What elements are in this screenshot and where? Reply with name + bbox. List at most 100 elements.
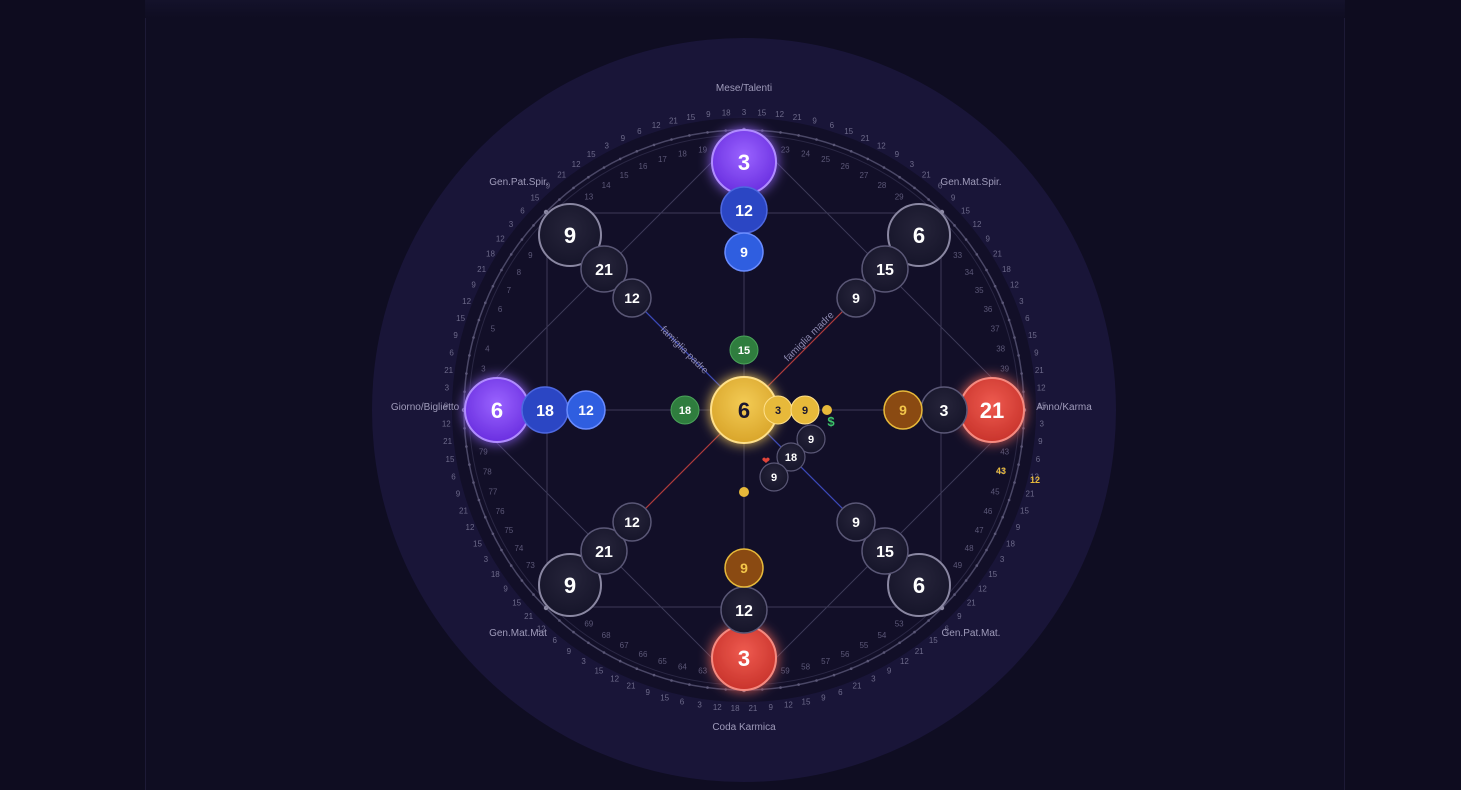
svg-text:9: 9 — [740, 244, 748, 260]
gold-dot-right — [822, 405, 832, 415]
node-br-2[interactable]: 15 — [861, 527, 909, 575]
node-bottom-3[interactable]: 9 — [724, 548, 764, 588]
outer-ring-number: 9 — [985, 235, 990, 244]
outer-ring-number: 6 — [1036, 455, 1041, 464]
node-right-3[interactable]: 9 — [883, 390, 923, 430]
node-bottom-2[interactable]: 12 — [720, 586, 768, 634]
node-top-main[interactable]: 3 — [711, 129, 777, 195]
node-diag-3[interactable]: 9 — [759, 462, 789, 492]
outer-ring-number: 12 — [652, 121, 661, 130]
ring-tick-dot — [635, 667, 639, 670]
node-left-3[interactable]: 12 — [566, 390, 606, 430]
outer-ring-number: 21 — [861, 134, 870, 143]
ring-tick-dot — [993, 284, 997, 288]
node-right-2[interactable]: 3 — [920, 386, 968, 434]
outer-ring-number: 21 — [627, 682, 636, 691]
age-number: 59 — [781, 667, 790, 676]
outer-ring-number: 15 — [456, 314, 465, 323]
node-tr-3[interactable]: 9 — [836, 278, 876, 318]
outer-ring-number: 15 — [1028, 331, 1037, 340]
ring-tick-dot — [509, 564, 513, 567]
ring-tick-dot — [468, 354, 471, 357]
ring-tick-dot — [927, 619, 930, 622]
ring-tick-dot — [832, 673, 836, 677]
age-number: 45 — [991, 488, 1000, 497]
node-diag-2[interactable]: 18 — [776, 442, 806, 472]
node-top-2[interactable]: 12 — [720, 186, 768, 234]
age-number: 16 — [639, 162, 648, 171]
node-tr-2[interactable]: 15 — [861, 245, 909, 293]
outer-ring-number: 15 — [446, 455, 455, 464]
node-tl-2[interactable]: 21 — [580, 245, 628, 293]
node-br-main[interactable]: 6 — [887, 553, 951, 617]
outer-ring-number: 12 — [572, 160, 581, 169]
node-tl-3[interactable]: 12 — [612, 278, 652, 318]
ring-tick-dot — [1001, 301, 1004, 305]
outer-ring-number: 12 — [462, 297, 471, 306]
node-center-r2[interactable]: 9 — [790, 395, 820, 425]
ring-tick-dot — [898, 641, 901, 645]
age-number: 63 — [698, 667, 707, 676]
node-right-main[interactable]: 21 — [959, 377, 1025, 443]
outer-ring-number: 9 — [621, 134, 626, 143]
outer-ring-number: 18 — [1006, 539, 1015, 548]
age-number: 48 — [965, 544, 974, 553]
node-diag-1[interactable]: 9 — [796, 424, 826, 454]
outer-ring-number: 3 — [484, 555, 489, 564]
node-tl-main[interactable]: 9 — [538, 203, 602, 267]
node-br-3[interactable]: 9 — [836, 502, 876, 542]
node-left-2[interactable]: 18 — [521, 386, 569, 434]
ring-tick-dot — [532, 593, 535, 596]
outer-ring-number: 15 — [594, 666, 603, 675]
node-center-top[interactable]: 15 — [729, 335, 759, 365]
node-left-main[interactable]: 6 — [464, 377, 530, 443]
node-top-3[interactable]: 9 — [724, 232, 764, 272]
age-number: 29 — [895, 192, 904, 201]
svg-text:9: 9 — [899, 402, 907, 418]
ring-tick-dot — [688, 683, 691, 686]
outer-ring-number: 21 — [853, 682, 862, 691]
outer-ring-number: 9 — [503, 585, 508, 594]
ring-tick-dot — [500, 268, 503, 272]
ring-tick-dot — [1022, 390, 1025, 394]
ring-tick-dot — [463, 390, 466, 394]
outer-ring-number: 15 — [660, 693, 669, 702]
ring-tick-dot — [832, 143, 836, 147]
ring-tick-dot — [602, 166, 606, 169]
ring-tick-dot — [985, 548, 988, 552]
node-bl-main[interactable]: 9 — [538, 553, 602, 617]
outer-ring-number: 6 — [520, 207, 525, 216]
node-bottom-main[interactable]: 3 — [711, 625, 777, 691]
outer-ring-number: 15 — [530, 194, 539, 203]
node-bl-3[interactable]: 12 — [612, 502, 652, 542]
ring-tick-dot — [652, 143, 656, 147]
age-number: 8 — [517, 268, 522, 277]
ring-tick-dot — [724, 129, 727, 132]
age-number: 74 — [514, 544, 523, 553]
node-bl-2[interactable]: 21 — [580, 527, 628, 575]
node-tr-main[interactable]: 6 — [887, 203, 951, 267]
outer-ring-number: 12 — [496, 235, 505, 244]
outer-ring-number: 9 — [546, 182, 551, 191]
outer-ring-number: 12 — [537, 624, 546, 633]
outer-ring-number: 3 — [1039, 419, 1044, 428]
ring-tick-dot — [761, 129, 764, 132]
ring-tick-dot — [463, 427, 466, 430]
age-number: 49 — [953, 561, 962, 570]
ring-tick-dot — [484, 515, 487, 519]
outer-ring-number: 6 — [451, 472, 456, 481]
age-number: 47 — [975, 526, 984, 535]
age-number: 5 — [491, 324, 496, 333]
ring-tick-dot — [797, 683, 800, 686]
node-center[interactable]: 6 — [710, 376, 778, 444]
outer-ring-number: 3 — [509, 220, 514, 229]
ring-tick-dot — [953, 224, 956, 227]
top-band — [145, 0, 1345, 18]
node-center-r1[interactable]: 3 — [763, 395, 793, 425]
ring-tick-dot — [1017, 354, 1020, 357]
ring-tick-dot — [975, 564, 979, 567]
age-number: 54 — [877, 631, 886, 640]
age-number: 28 — [877, 181, 886, 190]
node-center-left[interactable]: 18 — [670, 395, 700, 425]
svg-text:12: 12 — [624, 290, 640, 306]
